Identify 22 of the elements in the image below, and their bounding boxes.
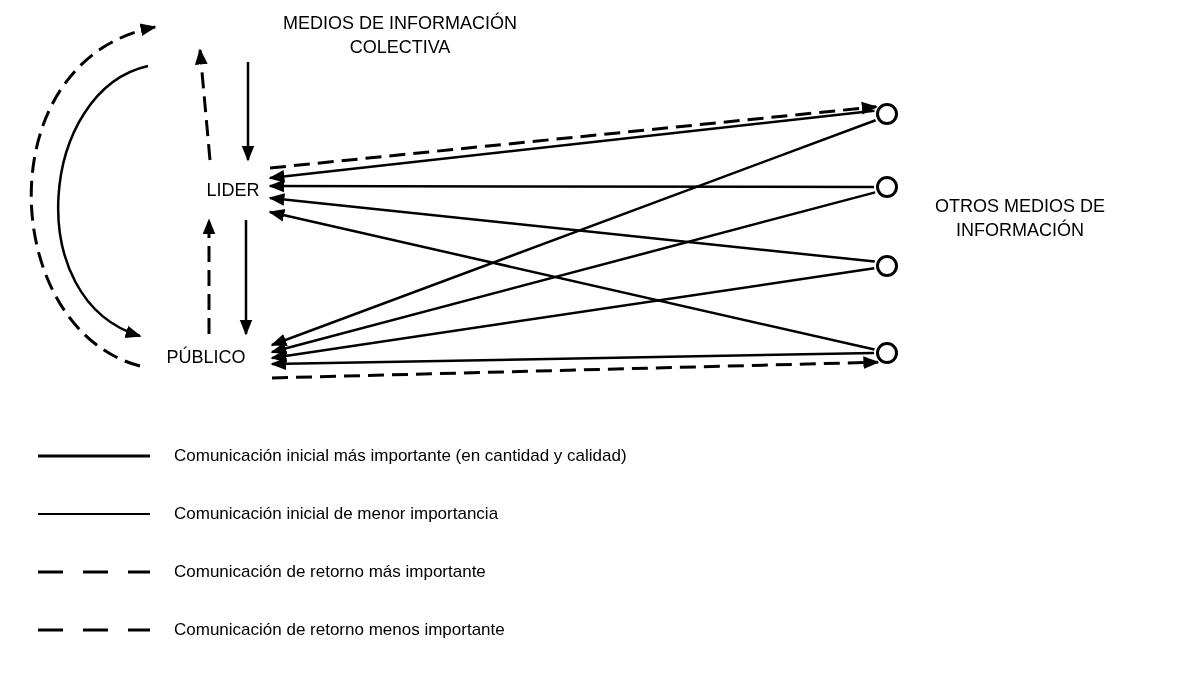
node-label: MEDIOS DE INFORMACIÓN COLECTIVA — [282, 11, 518, 59]
arrow — [268, 193, 875, 263]
legend-text: Comunicación inicial más importante (en cantidad y calidad) — [174, 444, 627, 467]
arrow — [194, 48, 212, 161]
arrow — [241, 62, 255, 162]
arrow — [268, 179, 874, 193]
arrow — [270, 119, 877, 347]
arrow — [271, 356, 880, 380]
legend-text: Comunicación inicial de menor importancia — [174, 502, 499, 525]
group-label: OTROS MEDIOS DE INFORMACIÓN — [934, 195, 1106, 242]
arrow — [269, 101, 878, 170]
arrow — [270, 351, 875, 371]
arrow — [29, 25, 157, 368]
node-label: LIDER — [206, 179, 260, 202]
legend-text: Comunicación de retorno menos importante — [174, 618, 505, 641]
arrow — [202, 218, 216, 334]
node-label: PÚBLICO — [166, 345, 246, 369]
arrow — [239, 220, 253, 336]
arrow — [57, 64, 149, 338]
legend-text: Comunicación de retorno más importante — [174, 560, 486, 583]
arrow — [268, 109, 875, 183]
arrow — [270, 267, 875, 363]
